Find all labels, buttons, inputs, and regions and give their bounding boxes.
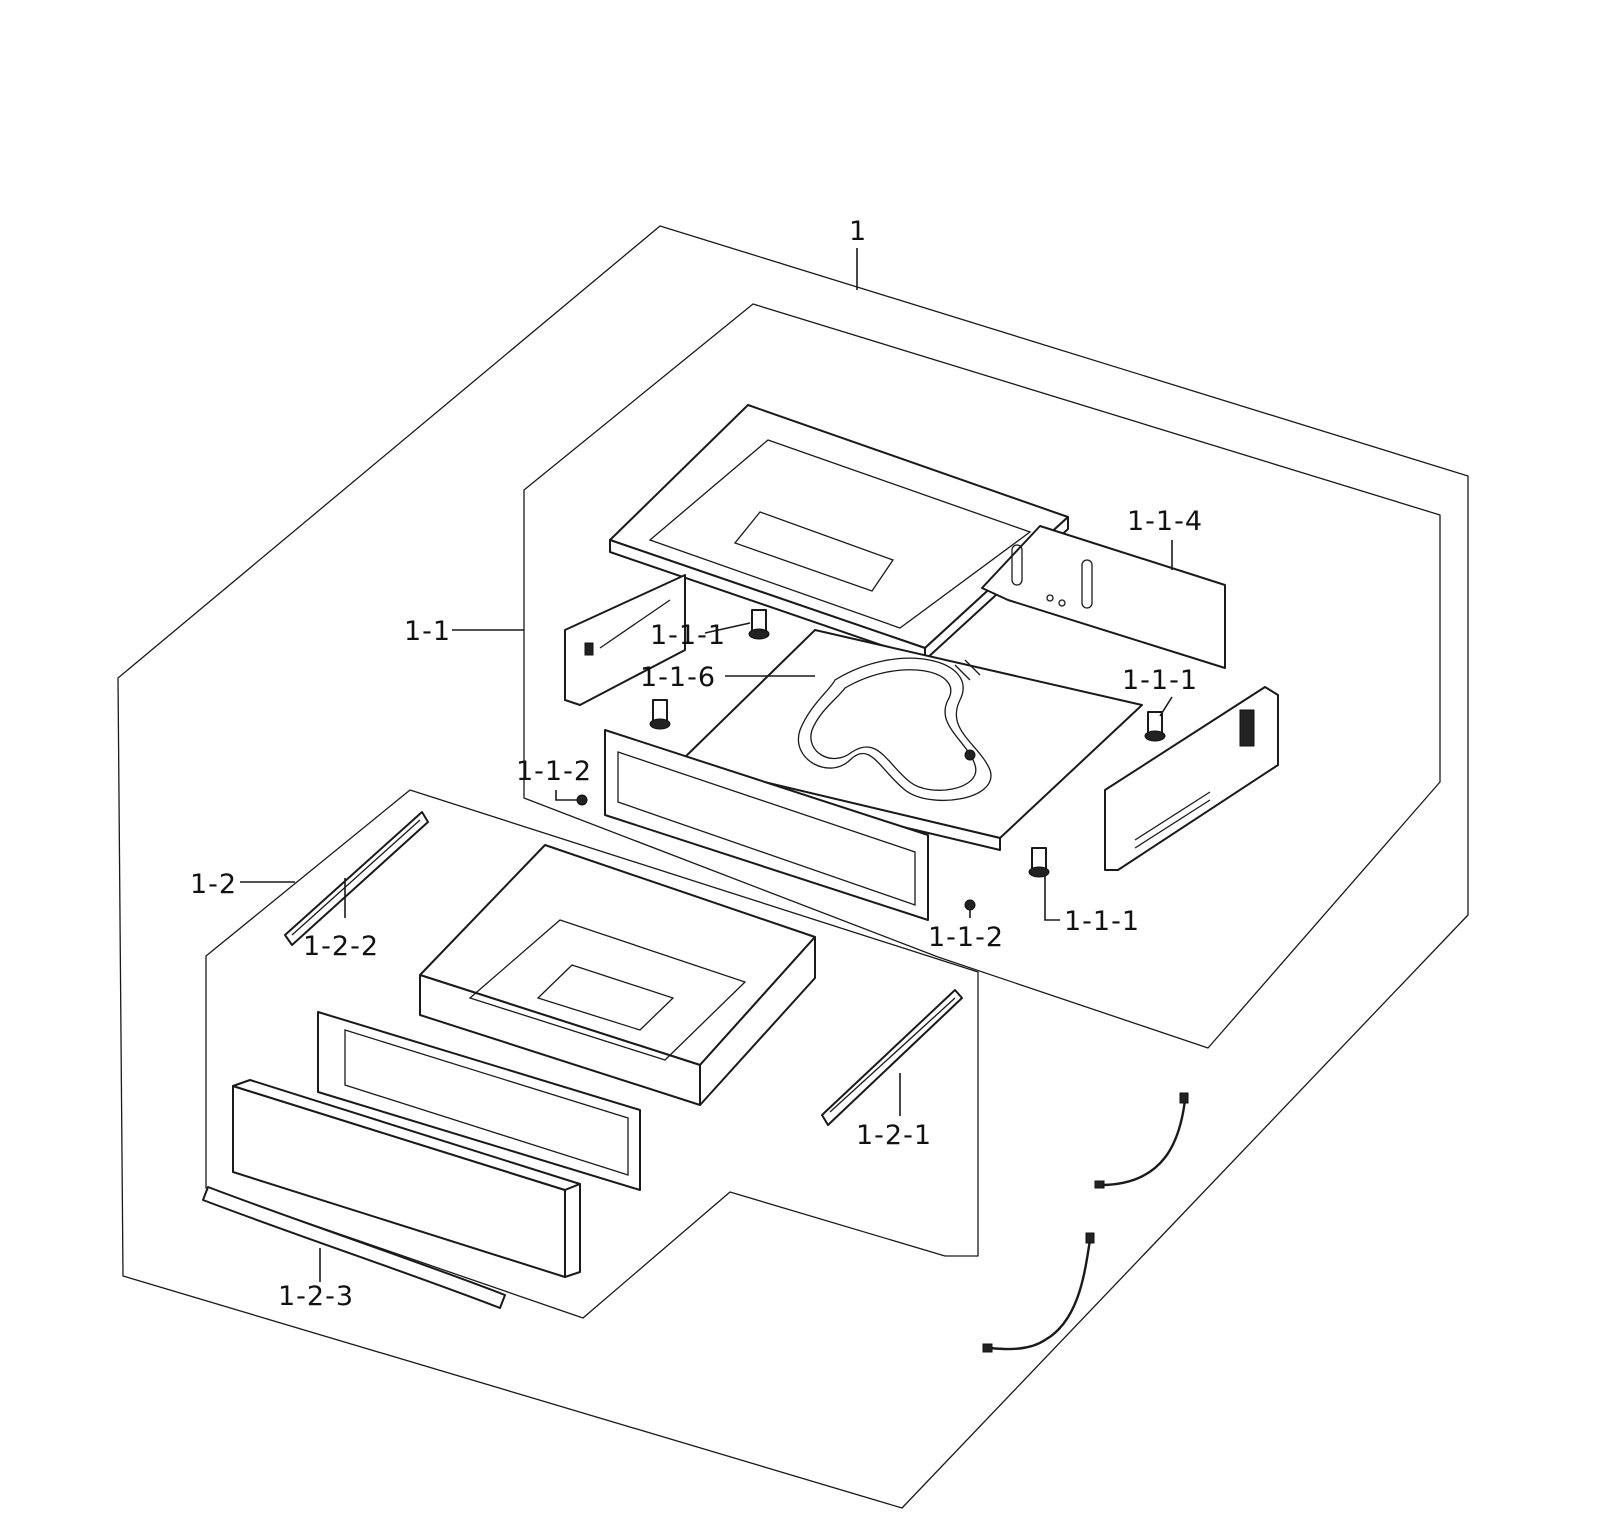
assembly-boundary: [117, 225, 1469, 1509]
cap-right-part: [964, 899, 976, 911]
body-front-frame-part: [604, 729, 929, 921]
callout-handle: 1-2-3: [278, 1281, 354, 1312]
callout-rear-panel: 1-1-4: [1127, 506, 1203, 537]
leg-rear-right-part: [1144, 711, 1166, 742]
callout-drawer-body: 1-1: [404, 616, 451, 647]
drawer-inner-frame-part: [317, 1011, 641, 1191]
cap-left-part: [576, 794, 588, 806]
drawer-box-part: [419, 844, 816, 1106]
callout-rail-left: 1-2-2: [303, 931, 379, 962]
callout-cap-left: 1-1-2: [516, 756, 592, 787]
callout-leg-rear-left: 1-1-1: [650, 620, 726, 651]
callout-cap-right: 1-1-2: [928, 922, 1004, 953]
callout-rail-right: 1-2-1: [856, 1120, 932, 1151]
callout-leg-front-right: 1-1-1: [1064, 906, 1140, 937]
wire-harness-upper-part: [1094, 1092, 1189, 1189]
drawer-body-boundary: [523, 303, 1441, 1049]
drawer-rail-left-part: [284, 811, 429, 946]
callout-element: 1-1-6: [640, 662, 716, 693]
leg-rear-left-part: [748, 609, 770, 640]
leader-lines: [240, 248, 1173, 1282]
drawer-boundary: [205, 789, 979, 1319]
drawer-handle-part: [202, 1186, 506, 1309]
drawer-front-panel-part: [232, 1079, 581, 1278]
drawer-rail-right-part: [821, 989, 963, 1126]
callout-leg-rear-right: 1-1-1: [1122, 665, 1198, 696]
callout-assembly: 1: [849, 216, 867, 247]
leg-mid-left-part: [649, 699, 671, 730]
leg-front-right-part: [1028, 847, 1050, 878]
left-side-panel-part: [564, 574, 686, 706]
wire-harness-lower-part: [982, 1232, 1095, 1353]
rear-panel-part: [981, 525, 1226, 669]
callout-drawer: 1-2: [190, 869, 237, 900]
right-side-panel-part: [1104, 686, 1279, 871]
